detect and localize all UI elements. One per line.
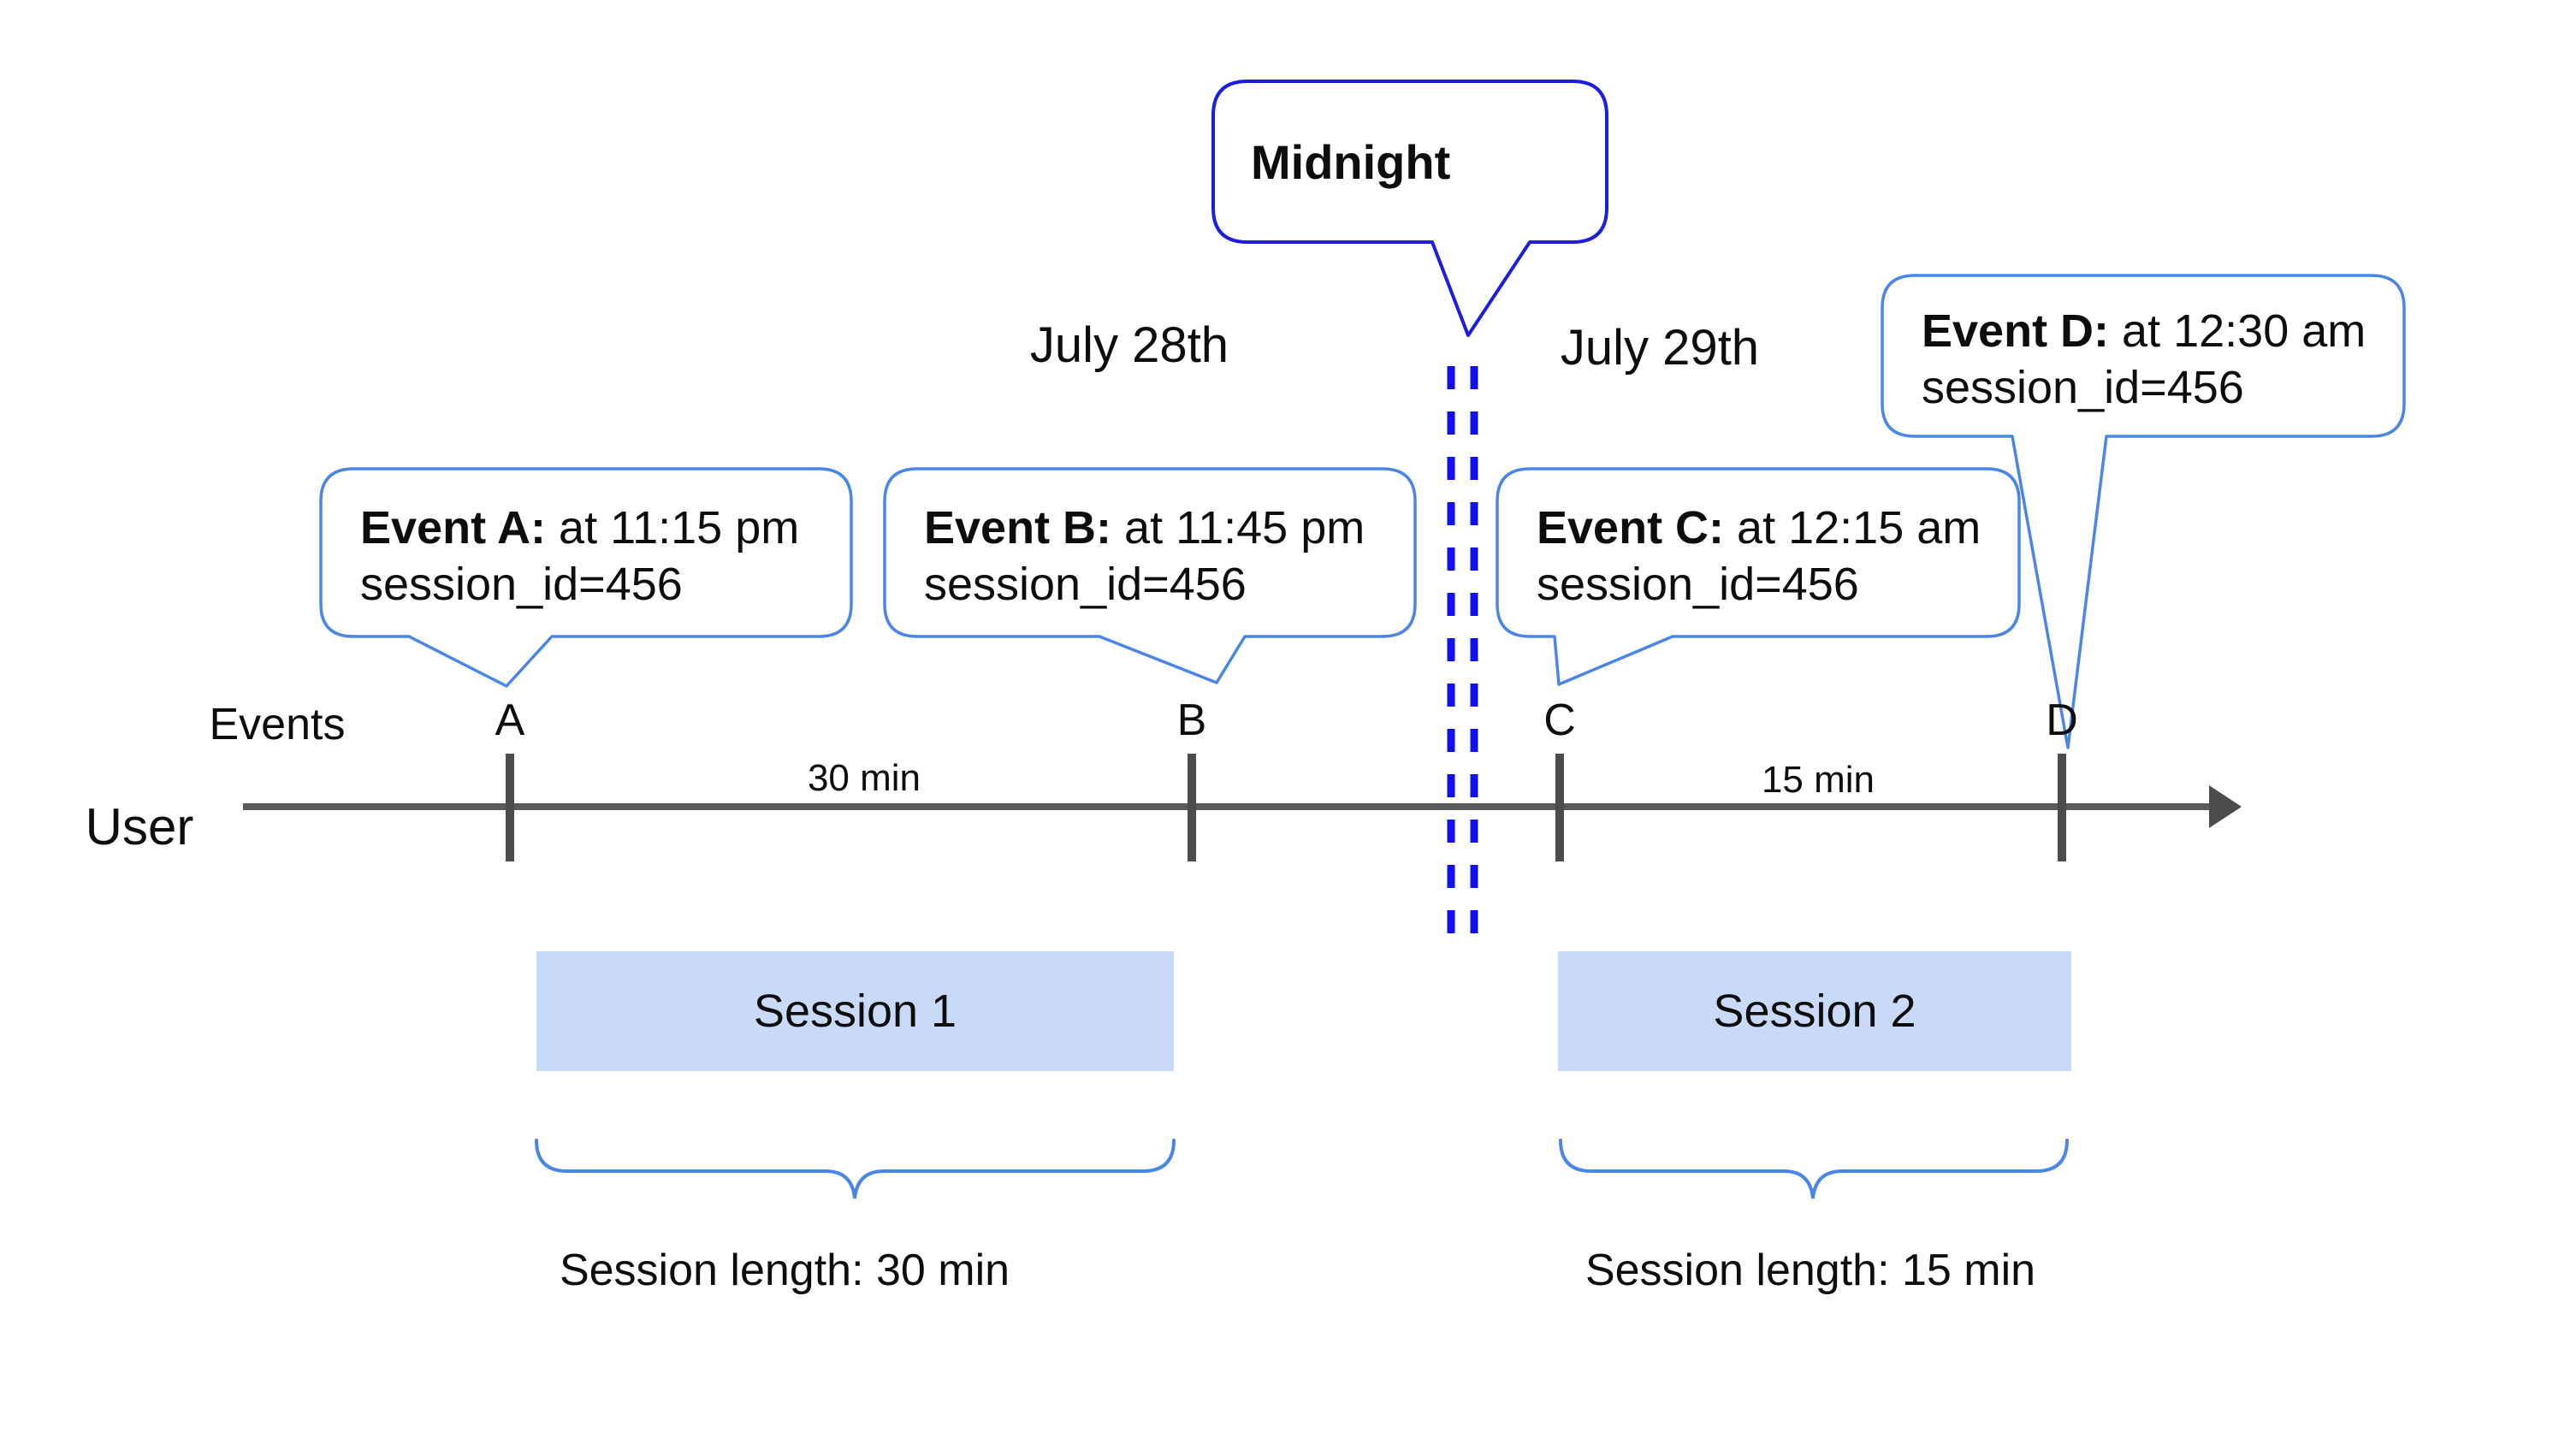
date-label-july-29: July 29th: [1560, 320, 1760, 376]
event-c-title-line: Event C: at 12:15 am: [1537, 500, 2019, 556]
session-2-box: Session 2: [1558, 951, 2071, 1071]
event-a-title-line: Event A: at 11:15 pm: [360, 500, 851, 556]
tick-label-a: A: [495, 695, 525, 745]
session-2-length-label: Session length: 15 min: [1585, 1246, 2036, 1295]
event-d-title-line: Event D: at 12:30 am: [1922, 303, 2404, 359]
arrowhead-icon: [2209, 785, 2242, 828]
midnight-callout-bubble: [1211, 80, 1608, 337]
session-2-label: Session 2: [1713, 985, 1916, 1037]
event-b-time: at 11:45 pm: [1111, 502, 1365, 553]
event-d-time: at 12:30 am: [2109, 305, 2366, 357]
event-b-title-line: Event B: at 11:45 pm: [924, 500, 1415, 556]
event-a-session-line: session_id=456: [360, 559, 683, 610]
tick-d: [2058, 754, 2066, 861]
session-1-label: Session 1: [753, 985, 957, 1037]
event-c-name: Event C:: [1537, 502, 1725, 553]
event-d-name: Event D:: [1922, 305, 2110, 357]
event-b-callout-text: Event B: at 11:45 pm session_id=456: [885, 469, 1415, 636]
midnight-callout-label: Midnight: [1251, 134, 1451, 189]
event-c-session-line: session_id=456: [1537, 559, 1859, 610]
session-2-brace: [1559, 1139, 2069, 1199]
events-row-label: Events: [209, 700, 346, 749]
event-a-callout-bubble: [319, 467, 853, 688]
tick-b: [1188, 754, 1196, 861]
session-1-box: Session 1: [536, 951, 1174, 1071]
event-a-callout-text: Event A: at 11:15 pm session_id=456: [321, 469, 851, 636]
event-c-callout-text: Event C: at 12:15 am session_id=456: [1497, 469, 2019, 636]
event-c-callout-bubble: [1496, 467, 2021, 686]
date-label-july-28: July 28th: [1029, 317, 1229, 373]
event-d-session-line: session_id=456: [1922, 362, 2244, 413]
event-b-session-line: session_id=456: [924, 559, 1247, 610]
interval-label-15min: 15 min: [1761, 759, 1875, 801]
event-d-callout-text: Event D: at 12:30 am session_id=456: [1882, 275, 2404, 436]
session-1-brace: [535, 1139, 1176, 1199]
event-b-callout-bubble: [883, 467, 1417, 684]
interval-label-30min: 30 min: [807, 757, 921, 799]
user-row-label: User: [85, 798, 194, 855]
event-d-callout-bubble: [1881, 274, 2406, 749]
event-b-name: Event B:: [924, 502, 1112, 553]
event-a-time: at 11:15 pm: [546, 502, 800, 553]
tick-label-d: D: [2046, 695, 2078, 745]
session-1-length-label: Session length: 30 min: [559, 1246, 1010, 1295]
event-c-time: at 12:15 am: [1724, 502, 1981, 553]
event-a-name: Event A:: [360, 502, 547, 553]
tick-label-c: C: [1543, 695, 1576, 745]
tick-a: [506, 754, 514, 861]
tick-c: [1555, 754, 1564, 861]
tick-label-b: B: [1176, 695, 1207, 745]
